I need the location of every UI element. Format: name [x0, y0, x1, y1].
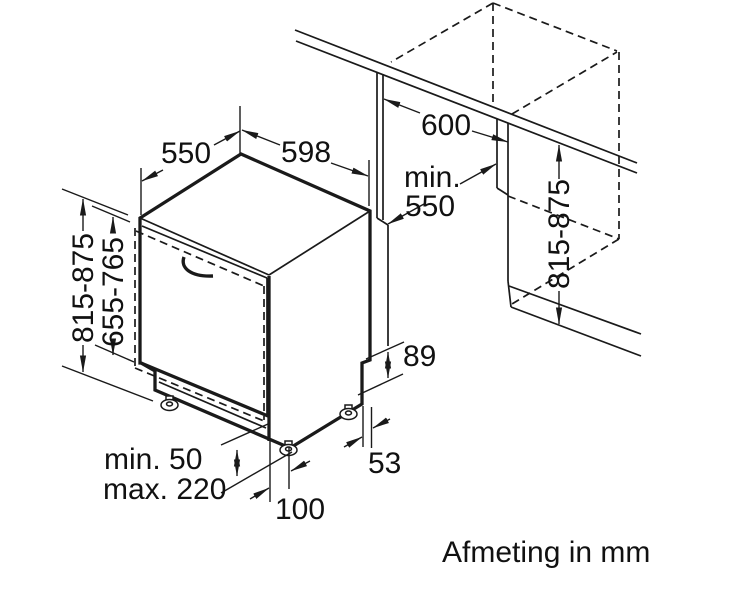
arrow	[459, 163, 497, 185]
dim-niche-depth: min. 550	[387, 161, 497, 225]
arrow	[372, 417, 391, 429]
top-face-front-right-edge	[268, 210, 371, 276]
arrow	[471, 130, 509, 143]
dim-foot-setback-label: 100	[275, 493, 325, 526]
ext-line	[61, 365, 154, 402]
foot-left	[160, 395, 179, 412]
dim-rear-clearance-height-label: 89	[403, 340, 436, 373]
dim-top-width: 550	[140, 106, 241, 215]
floor	[508, 285, 642, 357]
dim-door-height-label: 655-765	[97, 237, 130, 347]
niche-left-wall	[376, 72, 389, 346]
worktop	[294, 29, 638, 174]
dim-niche-depth-label-line1: min.	[404, 161, 461, 194]
door-top-edge	[141, 225, 268, 279]
ext-line	[357, 373, 404, 396]
dishwasher	[134, 152, 372, 457]
dim-height-right: 815-875	[543, 144, 576, 325]
right-cabinet-panel	[496, 119, 512, 308]
dim-height-right-label: 815-875	[543, 179, 576, 289]
foot-rear	[339, 404, 358, 421]
ext-line	[61, 188, 129, 216]
dim-rear-clearance-height: 89	[357, 340, 436, 396]
door-handle-icon	[181, 256, 214, 278]
dim-door-height: 655-765	[91, 205, 135, 363]
floor-bottom-line	[510, 306, 642, 357]
arrow	[383, 98, 421, 114]
dim-plinth-max-label: max. 220	[103, 473, 226, 506]
niche-top-left-edge	[390, 2, 494, 63]
foot-left-hub	[165, 401, 174, 407]
niche-bottom-right-edge	[507, 195, 620, 240]
dim-top-depth: 598	[241, 129, 370, 206]
arrow	[213, 130, 241, 146]
dim-niche-width: 600	[383, 98, 509, 143]
ext-line	[220, 423, 269, 446]
arrow	[141, 169, 164, 182]
door-bottom-edge	[140, 361, 269, 418]
left-wall-bottom-edge	[376, 217, 389, 226]
dim-top-depth-label: 598	[281, 136, 331, 169]
dim-niche-width-label: 600	[421, 109, 471, 142]
worktop-bottom-line	[295, 40, 638, 174]
arrow	[387, 203, 425, 225]
niche-front-right-top-edge	[511, 51, 618, 115]
plinth-front-edge	[158, 381, 267, 429]
right-panel-bottom-edge	[507, 280, 512, 308]
top-face-front-left-edge	[139, 217, 270, 276]
arrow	[290, 460, 311, 472]
arrow	[330, 162, 369, 177]
dim-height-left-label: 815-875	[67, 233, 100, 343]
arrow	[249, 487, 270, 500]
foot-rear-hub	[344, 410, 353, 416]
arrow	[343, 436, 363, 448]
niche-top-right-edge	[492, 2, 618, 52]
floor-top-line	[508, 285, 642, 335]
dim-rear-clearance-depth: 53	[343, 406, 401, 480]
dim-plinth-min-label: min. 50	[104, 443, 202, 476]
dim-rear-clearance-depth-label: 53	[368, 447, 401, 480]
ext-line	[365, 341, 405, 360]
dim-foot-setback: 100	[249, 441, 325, 526]
door-panel-dashed	[134, 228, 265, 422]
dim-height-left: 815-875	[61, 188, 154, 402]
dishwasher-outline	[138, 152, 372, 450]
ext-line	[220, 451, 293, 494]
panel-top-dashed	[135, 230, 265, 287]
dim-niche-depth-label-line2: 550	[405, 190, 455, 223]
units-caption: Afmeting in mm	[442, 536, 650, 569]
dim-plinth-height: min. 50 max. 220	[103, 423, 293, 506]
dim-top-width-label: 550	[161, 137, 211, 170]
right-panel-step-edge	[496, 187, 509, 196]
panel-bottom-dashed	[134, 367, 265, 422]
worktop-top-line	[294, 29, 638, 164]
arrow	[241, 129, 281, 146]
ext-line	[91, 205, 131, 223]
